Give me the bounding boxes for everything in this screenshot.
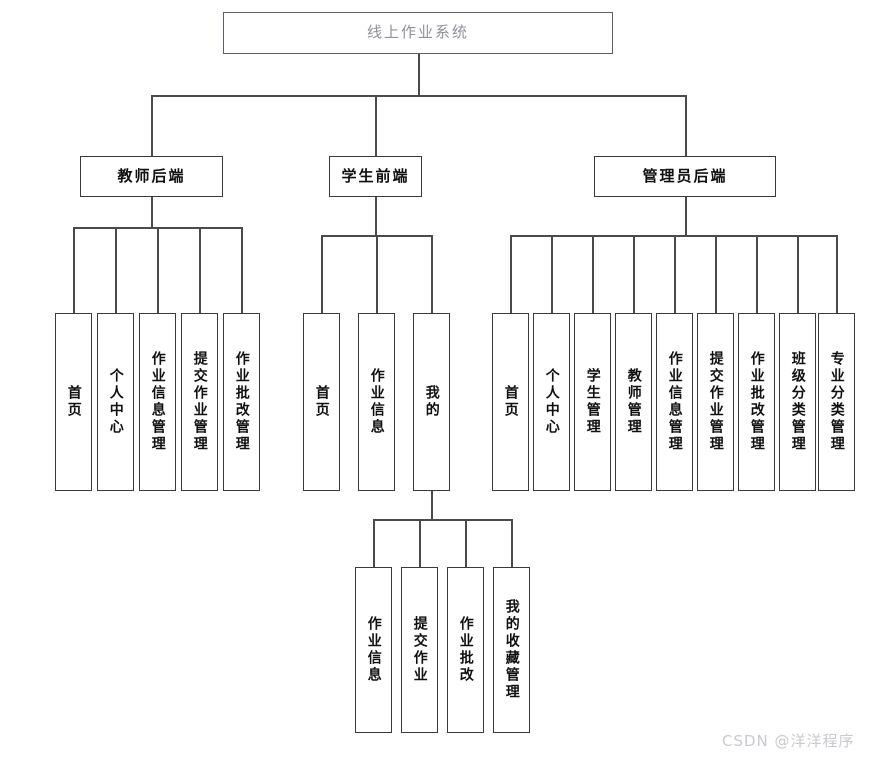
node-leaf-mine-0[interactable]: 作业信息 (355, 567, 392, 733)
node-label: 个人中心 (543, 368, 560, 436)
connector-student-leaf-1 (376, 235, 378, 313)
node-leaf-admin-6[interactable]: 作业批改管理 (738, 313, 775, 491)
connector-admin-drop (685, 197, 687, 236)
node-leaf-admin-2[interactable]: 学生管理 (574, 313, 611, 491)
connector-teacher-leaf-2 (157, 227, 159, 313)
connector-student-leaf-0 (321, 235, 323, 313)
connector-admin-leaf-1 (551, 235, 553, 313)
node-leaf-admin-7[interactable]: 班级分类管理 (779, 313, 816, 491)
node-leaf-teacher-3[interactable]: 提交作业管理 (181, 313, 218, 491)
node-label: 专业分类管理 (828, 351, 845, 453)
node-label: 提交作业 (411, 616, 428, 684)
node-label: 作业信息 (368, 368, 385, 436)
node-label: 班级分类管理 (789, 351, 806, 453)
node-label: 学生前端 (341, 166, 410, 185)
node-label: 管理员后端 (642, 166, 728, 185)
connector-teacher-leaf-3 (199, 227, 201, 313)
node-label: 首页 (65, 385, 82, 419)
connector-student-drop (375, 197, 377, 236)
node-label: 提交作业管理 (707, 351, 724, 453)
node-leaf-teacher-1[interactable]: 个人中心 (97, 313, 134, 491)
node-label: 个人中心 (107, 368, 124, 436)
connector-mine-bus (373, 519, 513, 521)
connector-mine-drop (431, 491, 433, 520)
watermark-csdn: CSDN @洋洋程序 (722, 732, 855, 750)
node-leaf-admin-5[interactable]: 提交作业管理 (697, 313, 734, 491)
node-label: 教师后端 (117, 166, 186, 185)
node-label: 作业信息管理 (149, 351, 166, 453)
connector-admin-leaf-0 (510, 235, 512, 313)
connector-teacher-leaf-1 (115, 227, 117, 313)
connector-admin-leaf-2 (592, 235, 594, 313)
connector-admin-leaf-6 (756, 235, 758, 313)
node-label: 提交作业管理 (191, 351, 208, 453)
node-leaf-mine-3[interactable]: 我的收藏管理 (493, 567, 530, 733)
connector-admin-leaf-4 (674, 235, 676, 313)
node-leaf-teacher-0[interactable]: 首页 (55, 313, 92, 491)
node-label: 我的 (423, 385, 440, 419)
node-branch-teacher[interactable]: 教师后端 (80, 156, 223, 197)
node-leaf-student-2[interactable]: 我的 (413, 313, 450, 491)
node-leaf-admin-4[interactable]: 作业信息管理 (656, 313, 693, 491)
node-label: 首页 (502, 385, 519, 419)
connector-root-drop (418, 54, 420, 96)
node-root-system[interactable]: 线上作业系统 (223, 12, 613, 54)
connector-level2-bus (151, 95, 687, 97)
node-leaf-admin-0[interactable]: 首页 (492, 313, 529, 491)
node-label: 学生管理 (584, 368, 601, 436)
connector-mine-leaf-2 (465, 519, 467, 567)
node-label: 作业批改 (457, 616, 474, 684)
connector-admin-leaf-8 (836, 235, 838, 313)
node-branch-student[interactable]: 学生前端 (329, 156, 422, 197)
connector-mine-leaf-3 (511, 519, 513, 567)
connector-student-leaf-2 (431, 235, 433, 313)
node-leaf-student-0[interactable]: 首页 (303, 313, 340, 491)
connector-admin-leaf-5 (715, 235, 717, 313)
node-leaf-mine-2[interactable]: 作业批改 (447, 567, 484, 733)
connector-admin-leaf-3 (633, 235, 635, 313)
node-label: 作业批改管理 (233, 351, 250, 453)
node-branch-admin[interactable]: 管理员后端 (594, 156, 776, 197)
node-leaf-student-1[interactable]: 作业信息 (358, 313, 395, 491)
connector-to-teacher (151, 95, 153, 156)
node-label: 教师管理 (625, 368, 642, 436)
node-leaf-admin-3[interactable]: 教师管理 (615, 313, 652, 491)
connector-to-admin (685, 95, 687, 156)
node-leaf-teacher-2[interactable]: 作业信息管理 (139, 313, 176, 491)
connector-teacher-leaf-4 (241, 227, 243, 313)
node-label: 作业信息管理 (666, 351, 683, 453)
node-leaf-teacher-4[interactable]: 作业批改管理 (223, 313, 260, 491)
node-leaf-mine-1[interactable]: 提交作业 (401, 567, 438, 733)
connector-admin-leaf-7 (797, 235, 799, 313)
connector-teacher-leaf-0 (73, 227, 75, 313)
connector-to-student (375, 95, 377, 156)
connector-teacher-drop (151, 197, 153, 228)
node-label: 首页 (313, 385, 330, 419)
connector-mine-leaf-0 (373, 519, 375, 567)
node-leaf-admin-1[interactable]: 个人中心 (533, 313, 570, 491)
connector-mine-leaf-1 (419, 519, 421, 567)
node-leaf-admin-8[interactable]: 专业分类管理 (818, 313, 855, 491)
node-label: 作业信息 (365, 616, 382, 684)
node-label: 我的收藏管理 (503, 599, 520, 701)
node-label: 作业批改管理 (748, 351, 765, 453)
node-label: 线上作业系统 (366, 23, 469, 42)
